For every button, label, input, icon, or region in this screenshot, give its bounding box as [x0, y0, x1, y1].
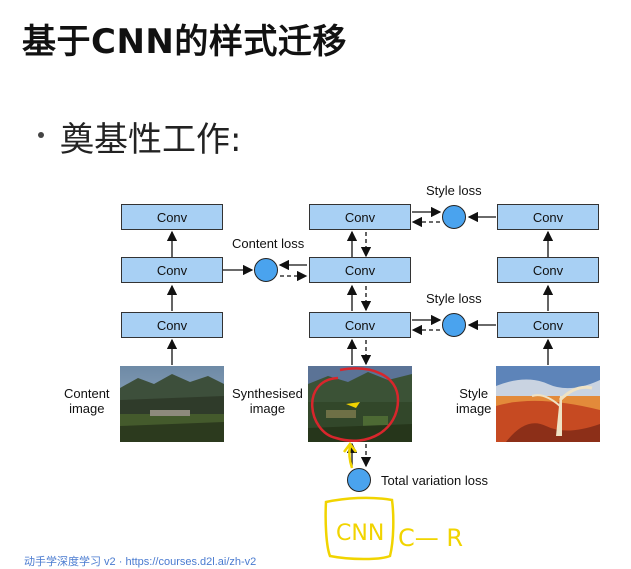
- conv-mid-2: Conv: [309, 257, 411, 283]
- footer-text: 动手学深度学习 v2 · https://courses.d2l.ai/zh-v…: [24, 556, 257, 568]
- slide-title: 基于CNN的样式迁移: [22, 22, 347, 62]
- content-loss-label: Content loss: [232, 236, 305, 251]
- conv-right-3: Conv: [497, 204, 599, 230]
- yellow-box-annotation: [324, 496, 395, 561]
- content-loss-node: [254, 258, 278, 282]
- style-loss-node-mid: [442, 313, 466, 337]
- red-circle-annotation: [311, 367, 400, 443]
- handwritten-cnn-text: CNN: [336, 521, 384, 546]
- synthesised-image-label: Synthesised image: [232, 386, 303, 416]
- style-loss-label-top: Style loss: [426, 183, 482, 198]
- total-variation-loss-node: [347, 468, 371, 492]
- conv-left-1: Conv: [121, 312, 223, 338]
- yellow-mark: [346, 402, 360, 408]
- conv-mid-1: Conv: [309, 312, 411, 338]
- handwritten-arrow-text: C— R: [398, 524, 463, 552]
- conv-mid-3: Conv: [309, 204, 411, 230]
- bullet-marker: [38, 132, 44, 138]
- style-loss-label-mid: Style loss: [426, 291, 482, 306]
- conv-left-2: Conv: [121, 257, 223, 283]
- style-image-label: Style image: [456, 386, 492, 416]
- content-image-label: Content image: [64, 386, 110, 416]
- content-image: [120, 366, 224, 442]
- conv-left-3: Conv: [121, 204, 223, 230]
- style-loss-node-top: [442, 205, 466, 229]
- bullet-text: 奠基性工作:: [60, 120, 242, 160]
- style-image: [496, 366, 600, 442]
- conv-right-1: Conv: [497, 312, 599, 338]
- conv-right-2: Conv: [497, 257, 599, 283]
- total-variation-loss-label: Total variation loss: [381, 473, 488, 488]
